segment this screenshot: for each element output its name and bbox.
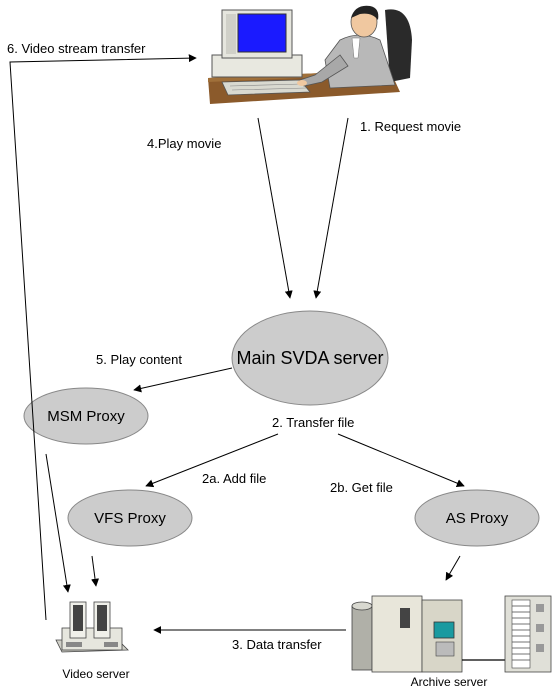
vfs-proxy-node: VFS Proxy [67, 489, 193, 547]
label-play-movie: 4.Play movie [147, 136, 221, 151]
user-at-computer-icon [208, 5, 412, 104]
video-server-label: Video server [62, 667, 129, 681]
edge-request-movie [313, 117, 349, 299]
edge-video-stream-transfer [9, 54, 197, 621]
main-server-label: Main SVDA server [236, 348, 383, 368]
label-transfer-file: 2. Transfer file [272, 415, 354, 430]
label-video-stream-transfer: 6. Video stream transfer [7, 41, 146, 56]
archive-server-icon [351, 595, 552, 673]
edge-msm-to-video [45, 453, 71, 593]
msm-proxy-node: MSM Proxy [23, 387, 149, 445]
vfs-proxy-label: VFS Proxy [94, 510, 166, 527]
as-proxy-node: AS Proxy [414, 489, 540, 547]
label-data-transfer: 3. Data transfer [232, 637, 322, 652]
as-proxy-label: AS Proxy [446, 510, 509, 527]
edge-vfs-to-video [91, 555, 100, 587]
msm-proxy-label: MSM Proxy [47, 408, 125, 425]
label-add-file: 2a. Add file [202, 471, 266, 486]
edge-get-file [337, 433, 465, 487]
main-server-node: Main SVDA server [231, 310, 389, 406]
label-get-file: 2b. Get file [330, 480, 393, 495]
edge-add-file [145, 433, 279, 488]
video-server-icon [55, 601, 129, 653]
edge-play-movie [257, 117, 293, 299]
edge-as-to-archive [445, 555, 461, 581]
label-request-movie: 1. Request movie [360, 119, 461, 134]
edge-play-content [133, 367, 233, 393]
archive-server-label: Archive server [411, 675, 488, 687]
label-play-content: 5. Play content [96, 352, 182, 367]
